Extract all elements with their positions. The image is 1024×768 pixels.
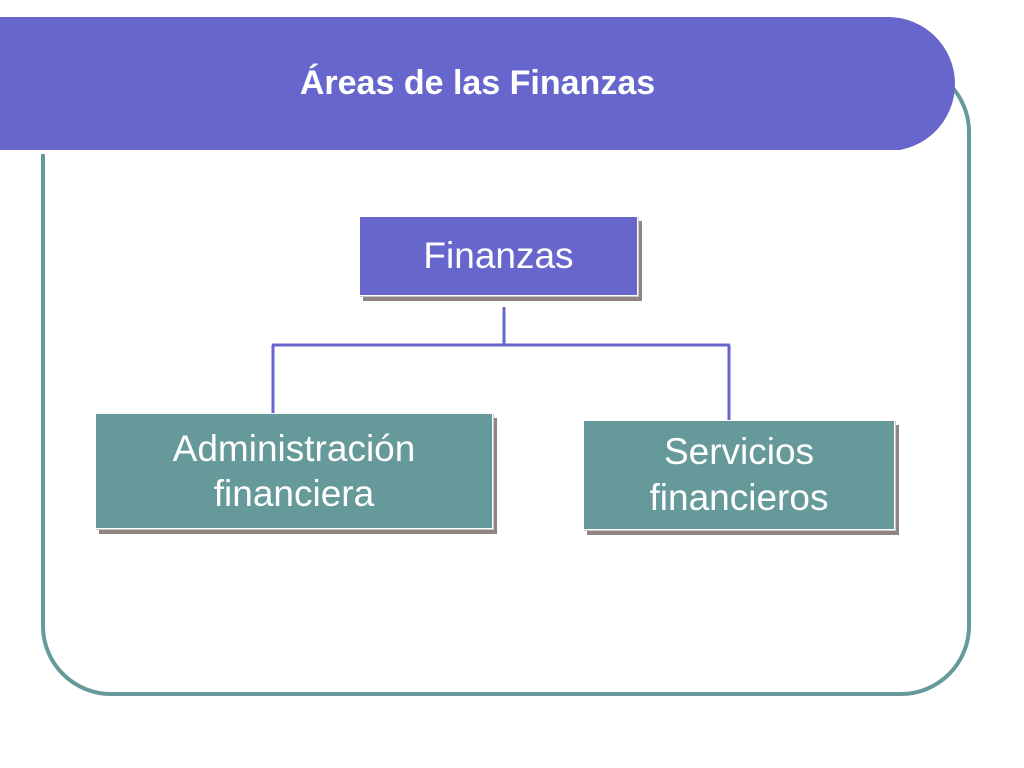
- title-underline: [0, 150, 905, 154]
- node-servicios-line2: financieros: [649, 477, 829, 518]
- node-administracion-line1: Administración: [172, 428, 416, 469]
- slide-frame: [41, 62, 971, 696]
- title-band: [0, 17, 955, 154]
- slide-title: Áreas de las Finanzas: [299, 64, 656, 102]
- node-finanzas: Finanzas: [359, 216, 638, 296]
- node-administracion-financiera: Administración financiera: [95, 413, 493, 529]
- node-servicios-line1: Servicios: [663, 431, 815, 472]
- node-finanzas-label: Finanzas: [423, 235, 574, 276]
- node-administracion-line2: financiera: [213, 473, 375, 514]
- node-servicios-financieros: Servicios financieros: [583, 420, 895, 530]
